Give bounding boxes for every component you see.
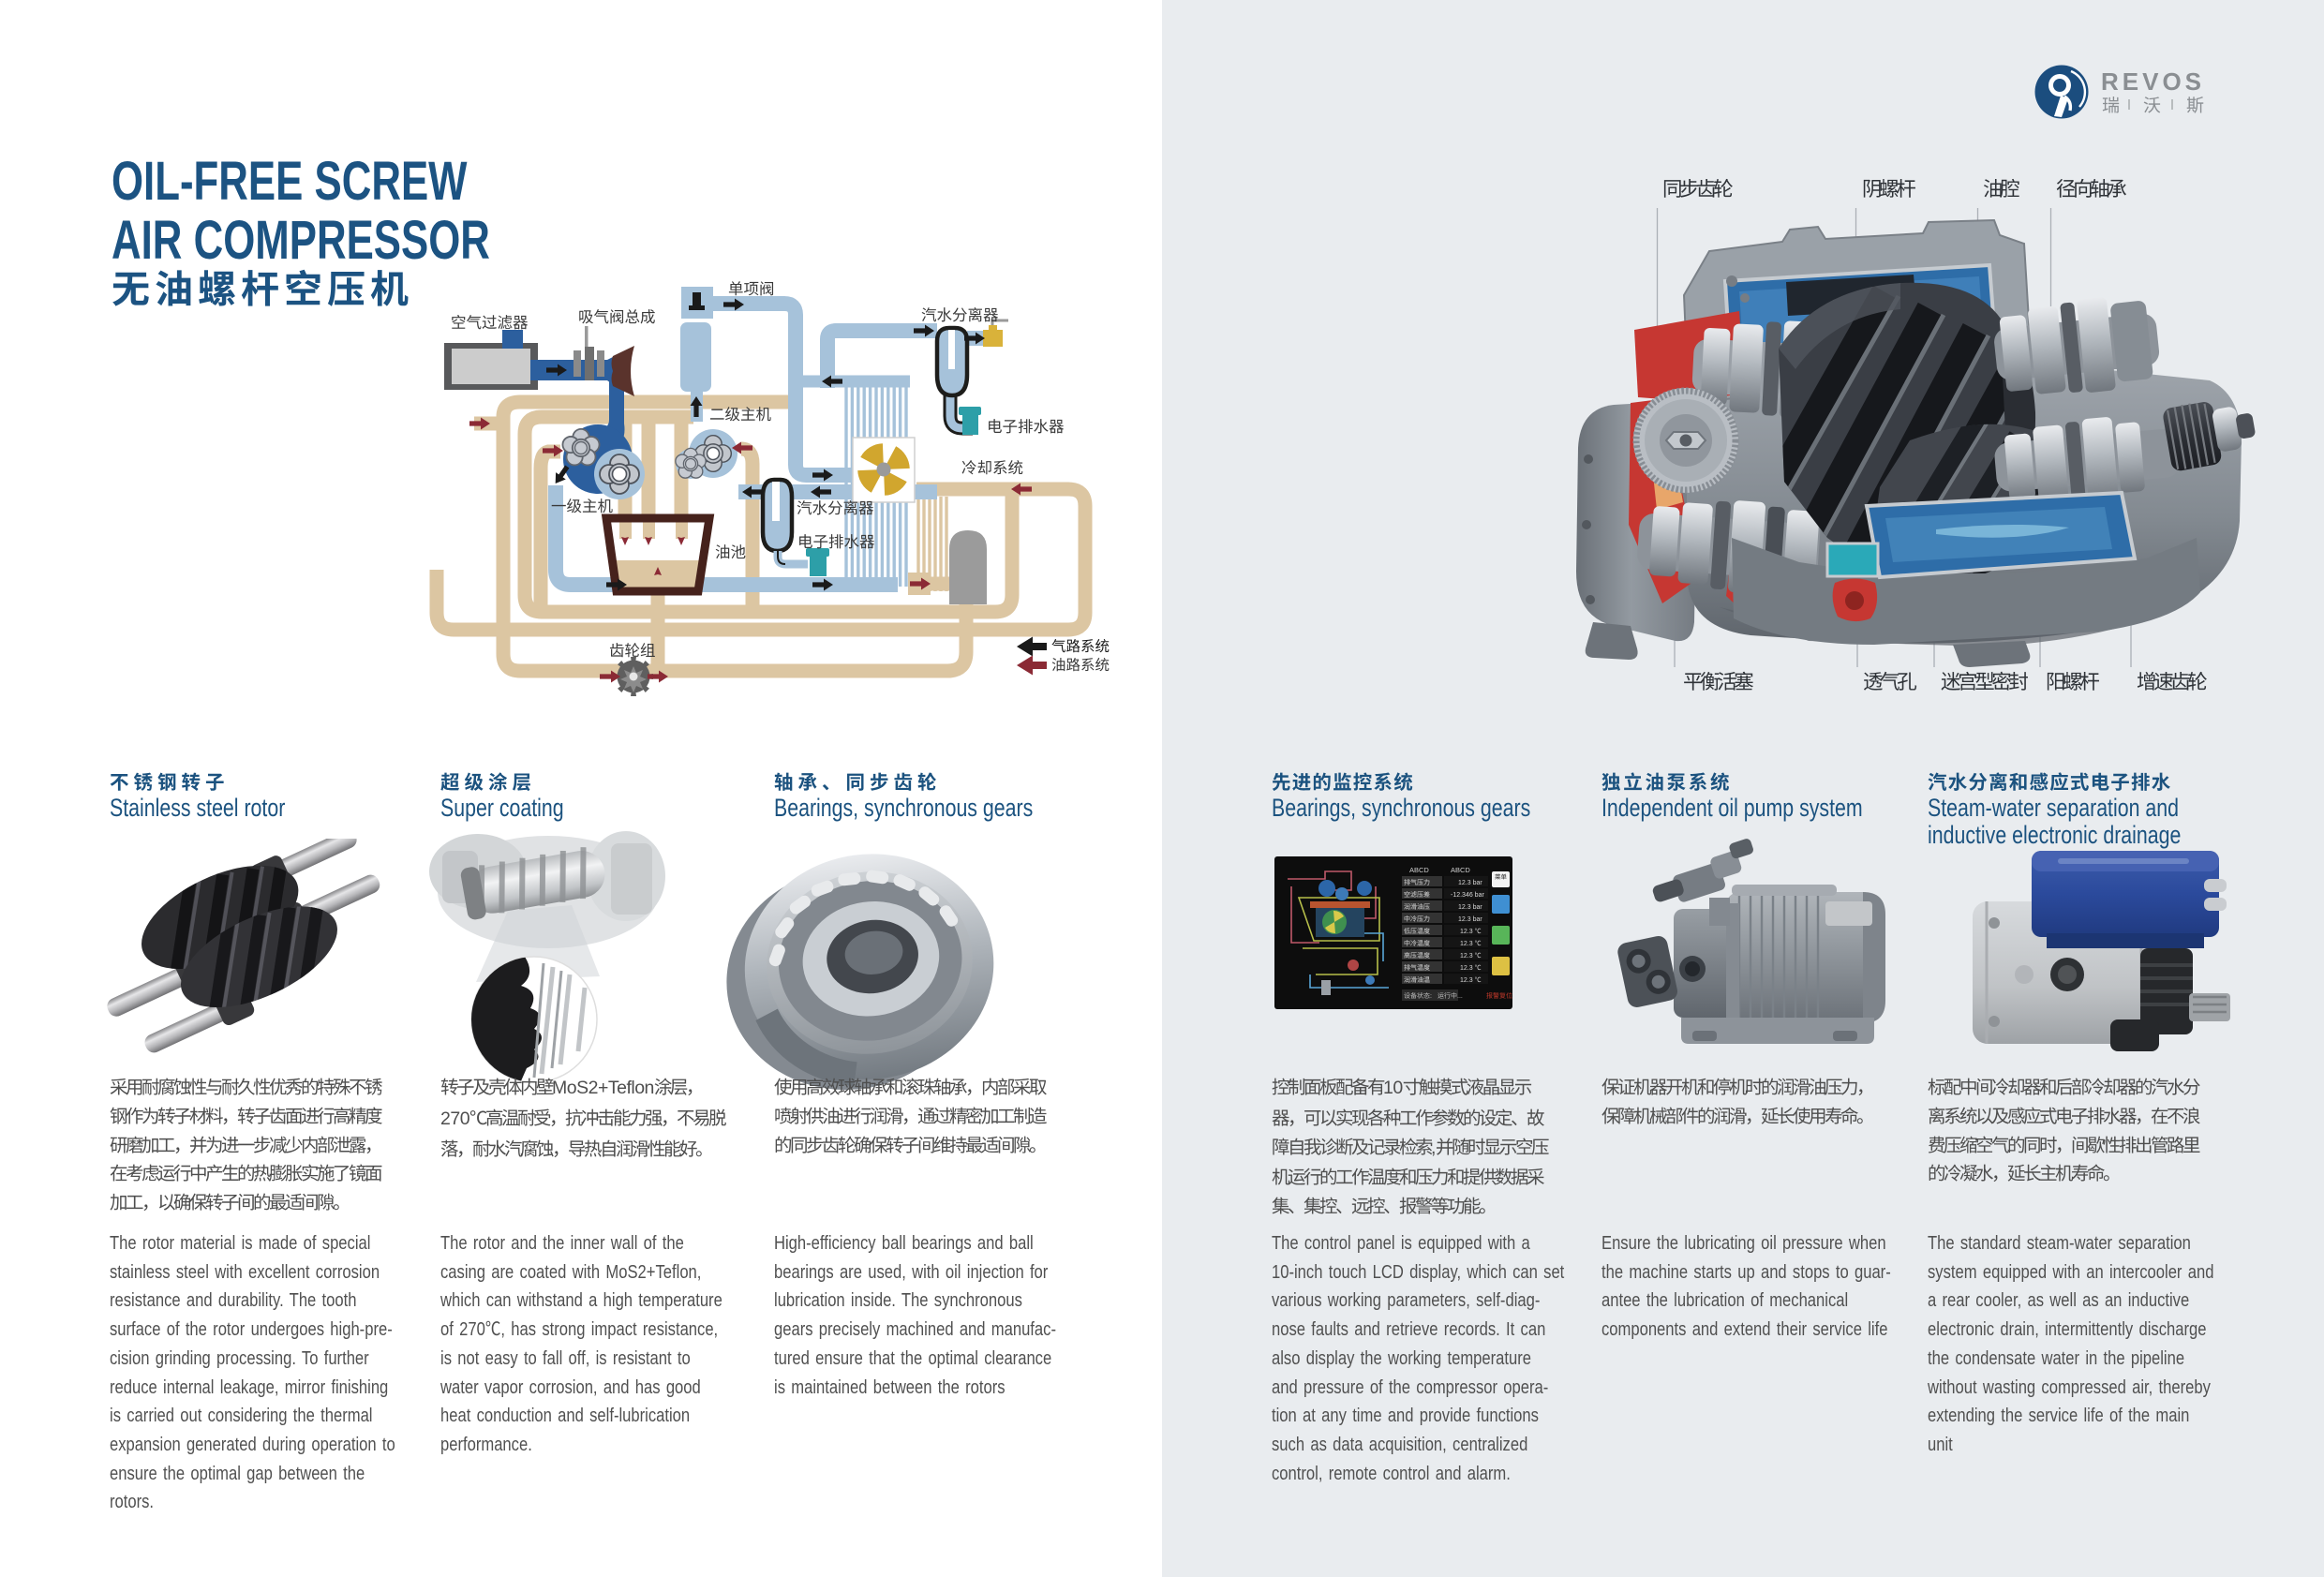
svg-text:中冷温度: 中冷温度 (1404, 940, 1430, 947)
svg-text:冷却系统: 冷却系统 (961, 460, 1023, 477)
svg-text:电子排水器: 电子排水器 (797, 534, 875, 551)
svg-text:排气温度: 排气温度 (1404, 964, 1430, 972)
svg-text:润滑油压: 润滑油压 (1404, 903, 1430, 911)
svg-text:一级主机: 一级主机 (551, 498, 614, 515)
svg-text:汽水分离器: 汽水分离器 (797, 500, 874, 517)
svg-text:中冷压力: 中冷压力 (1404, 915, 1430, 923)
svg-text:12.3 ℃: 12.3 ℃ (1460, 928, 1482, 935)
svg-text:12.3 ℃: 12.3 ℃ (1460, 940, 1482, 947)
svg-text:沃: 沃 (2143, 92, 2161, 117)
svg-text:-12.346 bar: -12.346 bar (1451, 892, 1484, 899)
svg-text:ABCD: ABCD (1451, 866, 1470, 874)
svg-text:12.3 bar: 12.3 bar (1458, 880, 1482, 886)
svg-text:运行中...: 运行中... (1438, 991, 1463, 1001)
svg-text:菜单: 菜单 (1495, 871, 1508, 881)
svg-text:ABCD: ABCD (1409, 866, 1429, 874)
svg-text:瑞: 瑞 (2102, 92, 2120, 117)
svg-text:气路系统: 气路系统 (1051, 638, 1110, 655)
svg-text:空气过滤器: 空气过滤器 (451, 315, 529, 332)
svg-text:高压温度: 高压温度 (1404, 952, 1430, 960)
svg-text:12.3 bar: 12.3 bar (1458, 904, 1482, 911)
svg-text:排气压力: 排气压力 (1404, 879, 1430, 886)
svg-text:齿轮组: 齿轮组 (609, 643, 656, 660)
svg-text:吸气阀总成: 吸气阀总成 (578, 309, 656, 326)
svg-text:单项阀: 单项阀 (728, 281, 775, 298)
svg-text:设备状态:: 设备状态: (1404, 991, 1432, 1001)
svg-text:二级主机: 二级主机 (709, 407, 772, 424)
svg-text:12.3 bar: 12.3 bar (1458, 916, 1482, 923)
svg-text:空滤压差: 空滤压差 (1404, 891, 1430, 899)
svg-text:低压温度: 低压温度 (1404, 928, 1430, 935)
svg-text:12.3 ℃: 12.3 ℃ (1460, 952, 1482, 960)
svg-text:12.3 ℃: 12.3 ℃ (1460, 964, 1482, 972)
svg-text:REVOS: REVOS (2101, 67, 2205, 96)
svg-text:油池: 油池 (715, 544, 746, 561)
svg-text:斯: 斯 (2186, 92, 2204, 117)
svg-text:汽水分离器: 汽水分离器 (921, 307, 999, 324)
svg-text:12.3 ℃: 12.3 ℃ (1460, 976, 1482, 984)
svg-text:电子排水器: 电子排水器 (987, 419, 1065, 436)
svg-text:润滑油温: 润滑油温 (1404, 976, 1430, 984)
svg-text:油路系统: 油路系统 (1051, 657, 1110, 674)
svg-text:报警复位: 报警复位 (1486, 991, 1512, 1001)
